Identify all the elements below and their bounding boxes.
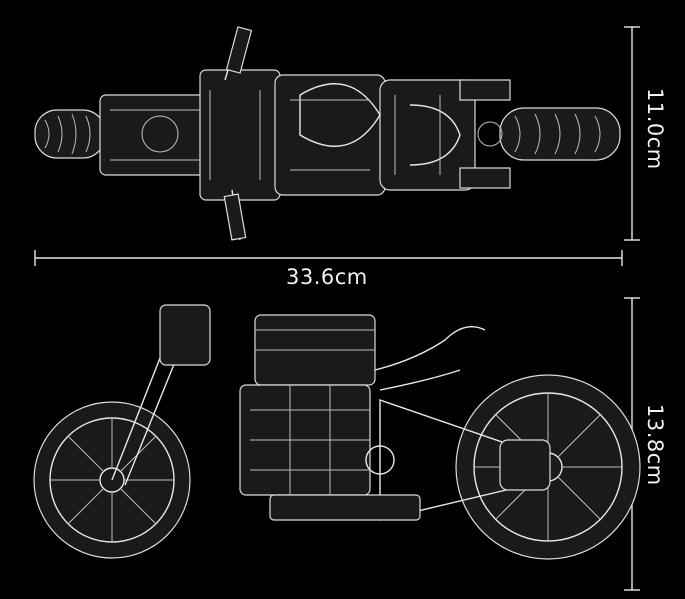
width-dimension-line: [624, 26, 640, 241]
length-dimension-line: [34, 250, 623, 266]
height-label: 13.8cm: [643, 404, 667, 486]
length-label: 33.6cm: [286, 265, 368, 289]
motorcycle-top-view: [34, 26, 621, 241]
motorcycle-side-view: [33, 304, 641, 560]
width-label: 11.0cm: [643, 88, 667, 170]
